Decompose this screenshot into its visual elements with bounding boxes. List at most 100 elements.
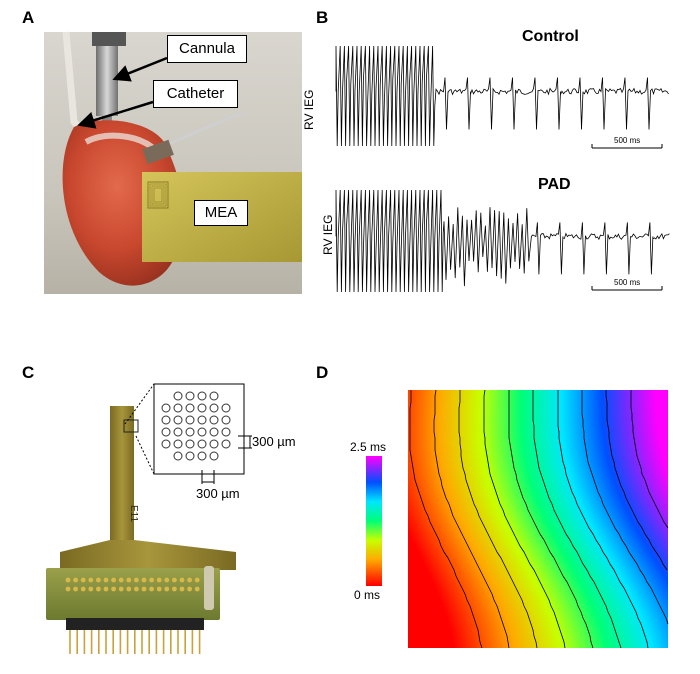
board-pad bbox=[194, 577, 200, 583]
board-pad bbox=[172, 586, 177, 592]
electrode-dot bbox=[185, 427, 195, 437]
callout-cannula: Cannula bbox=[167, 35, 247, 63]
board-pad bbox=[65, 577, 71, 583]
spacing-vertical-label: 300 µm bbox=[252, 434, 296, 449]
ribbon-marking: E11 bbox=[128, 504, 140, 523]
electrode-dot bbox=[209, 427, 219, 437]
isochrone-line bbox=[409, 390, 483, 649]
isochrone-line bbox=[532, 390, 622, 649]
board-pad bbox=[134, 586, 139, 592]
panel-b-letter: B bbox=[316, 8, 329, 27]
board-pad bbox=[164, 577, 170, 583]
electrode-dot bbox=[197, 403, 207, 413]
panel-d-letter: D bbox=[316, 363, 329, 382]
electrode-dot bbox=[173, 415, 183, 425]
trace-control-line bbox=[335, 45, 669, 147]
electrode-dot bbox=[209, 439, 219, 449]
electrode-dot bbox=[161, 415, 171, 425]
trace-control-ylabel: RV IEG bbox=[302, 89, 316, 130]
panel-a-photo bbox=[44, 31, 302, 294]
board-pad bbox=[111, 586, 116, 592]
panel-c-device bbox=[46, 406, 236, 654]
trace-pad bbox=[335, 189, 670, 293]
board-pad bbox=[156, 577, 162, 583]
electrode-dot bbox=[185, 451, 195, 461]
board-pad bbox=[179, 577, 185, 583]
electrode-dot bbox=[221, 415, 231, 425]
electrode-dot bbox=[173, 403, 183, 413]
electrode-dot bbox=[209, 415, 219, 425]
board-pad bbox=[118, 586, 124, 592]
electrode-dot bbox=[197, 415, 207, 425]
board-pad bbox=[80, 586, 86, 592]
electrode-dot bbox=[197, 451, 207, 461]
activation-map bbox=[408, 390, 668, 648]
isochrone-line bbox=[581, 390, 669, 625]
isochrone-line bbox=[483, 389, 566, 649]
isochrone-lines bbox=[409, 389, 669, 649]
callout-catheter: Catheter bbox=[153, 80, 238, 108]
electrode-dot bbox=[197, 427, 207, 437]
board-pad bbox=[187, 586, 193, 592]
board-pad bbox=[118, 577, 124, 583]
spacing-horizontal-label: 300 µm bbox=[196, 486, 240, 501]
electrode-dot bbox=[173, 391, 183, 401]
board-pad bbox=[156, 586, 162, 592]
electrode-dot bbox=[161, 403, 171, 413]
board-pad bbox=[164, 586, 170, 592]
board-pad bbox=[73, 577, 78, 583]
scalebar-control bbox=[591, 144, 663, 149]
isochrone-line bbox=[605, 390, 668, 571]
board-pad bbox=[65, 586, 71, 592]
colorbar-min-label: 0 ms bbox=[354, 588, 381, 602]
trace-pad-ylabel: RV IEG bbox=[321, 214, 335, 255]
electrode-dot bbox=[173, 427, 183, 437]
spacing-brackets bbox=[201, 435, 252, 484]
electrode-dot bbox=[197, 439, 207, 449]
scalebar-pad bbox=[591, 286, 663, 291]
electrode-dot bbox=[161, 427, 171, 437]
electrode-dot bbox=[221, 403, 231, 413]
board-pad bbox=[103, 577, 109, 583]
board-pad bbox=[88, 577, 94, 583]
isochrone-line bbox=[508, 390, 594, 649]
board-pad bbox=[179, 586, 185, 592]
board-pad bbox=[126, 586, 132, 592]
electrode-dot bbox=[197, 391, 207, 401]
electrode-dot bbox=[173, 439, 183, 449]
electrode-dot bbox=[209, 391, 219, 401]
board-pad bbox=[172, 577, 177, 583]
board-pad bbox=[141, 577, 147, 583]
trace-pad-line bbox=[335, 189, 670, 293]
trace-control-title: Control bbox=[522, 28, 579, 45]
electrode-dot bbox=[209, 403, 219, 413]
board-pad bbox=[96, 586, 101, 592]
isochrone-line bbox=[630, 390, 669, 529]
electrode-dot bbox=[221, 427, 231, 437]
electrode-dot bbox=[185, 391, 195, 401]
arrow-catheter bbox=[77, 100, 154, 129]
electrode-dot bbox=[221, 439, 231, 449]
board-pad bbox=[96, 577, 101, 583]
board-pad bbox=[111, 577, 116, 583]
callout-arrows bbox=[77, 56, 168, 129]
electrode-dot bbox=[185, 403, 195, 413]
trace-pad-title: PAD bbox=[538, 176, 571, 193]
board-pad bbox=[103, 586, 109, 592]
panel-c-letter: C bbox=[22, 363, 35, 382]
electrode-dot bbox=[209, 451, 219, 461]
colorbar bbox=[366, 456, 382, 586]
board-pad bbox=[126, 577, 132, 583]
isochrone-line bbox=[433, 389, 510, 649]
isochrone-line bbox=[557, 390, 649, 649]
arrow-cannula bbox=[112, 56, 168, 82]
panel-a-letter: A bbox=[22, 8, 35, 27]
board-pad bbox=[141, 586, 147, 592]
callout-mea: MEA bbox=[194, 200, 248, 226]
isochrone-line bbox=[458, 390, 538, 649]
board-pad bbox=[187, 577, 193, 583]
electrode-dot bbox=[161, 439, 171, 449]
board-pad bbox=[80, 577, 86, 583]
board-pad bbox=[194, 586, 200, 592]
electrode-inset bbox=[124, 383, 245, 475]
